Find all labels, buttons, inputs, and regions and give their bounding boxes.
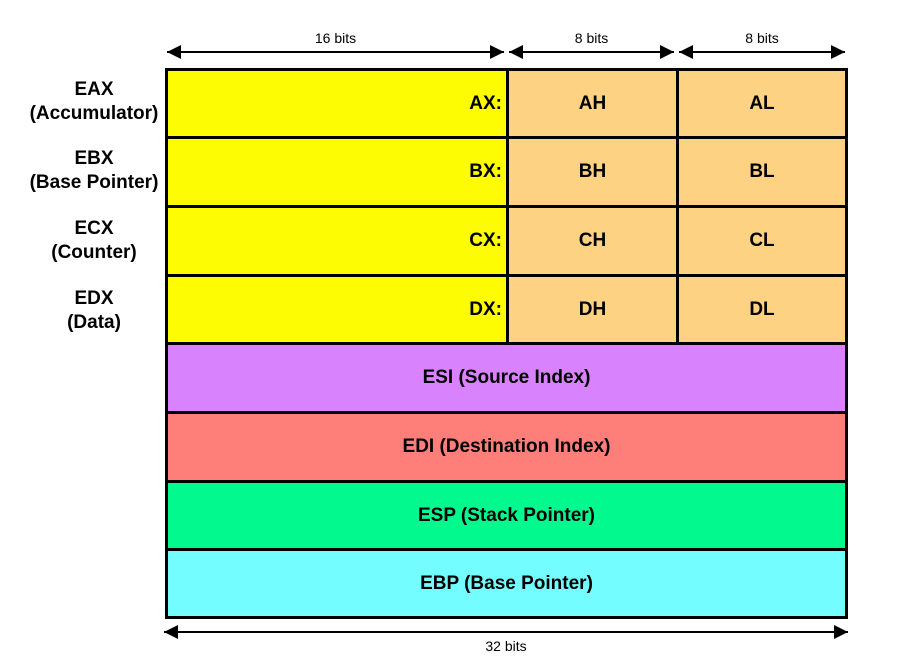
cell-cx: CX:	[165, 205, 509, 277]
cell-esp: ESP (Stack Pointer)	[165, 480, 848, 551]
bits-label-8-high: 8 bits	[574, 30, 609, 46]
cell-ax: AX:	[165, 68, 509, 139]
register-role: (Accumulator)	[29, 103, 159, 124]
cell-ch: CH	[506, 205, 679, 277]
register-role: (Base Pointer)	[29, 172, 159, 193]
register-name: EAX	[74, 79, 114, 100]
register-role: (Counter)	[51, 242, 137, 263]
cell-ah: AH	[506, 68, 679, 139]
register-label-ebx: EBX (Base Pointer)	[14, 147, 174, 195]
bits-label-16: 16 bits	[314, 30, 357, 46]
register-label-ecx: ECX (Counter)	[14, 217, 174, 265]
cell-bh: BH	[506, 136, 679, 208]
cell-bx: BX:	[165, 136, 509, 208]
cell-bl: BL	[676, 136, 848, 208]
bits-label-8-low: 8 bits	[745, 30, 779, 46]
register-role: (Data)	[67, 312, 121, 333]
bits-label-32: 32 bits	[485, 638, 527, 654]
register-name: EBX	[74, 148, 114, 169]
cell-esi: ESI (Source Index)	[165, 342, 848, 414]
cell-cl: CL	[676, 205, 848, 277]
cell-dl: DL	[676, 274, 848, 345]
register-name: ECX	[74, 218, 114, 239]
register-name: EDX	[74, 288, 114, 309]
cell-dx: DX:	[165, 274, 509, 345]
register-label-eax: EAX (Accumulator)	[14, 78, 174, 126]
register-label-edx: EDX (Data)	[14, 287, 174, 335]
cell-edi: EDI (Destination Index)	[165, 411, 848, 483]
cell-dh: DH	[506, 274, 679, 345]
cell-al: AL	[676, 68, 848, 139]
cell-ebp: EBP (Base Pointer)	[165, 548, 848, 619]
